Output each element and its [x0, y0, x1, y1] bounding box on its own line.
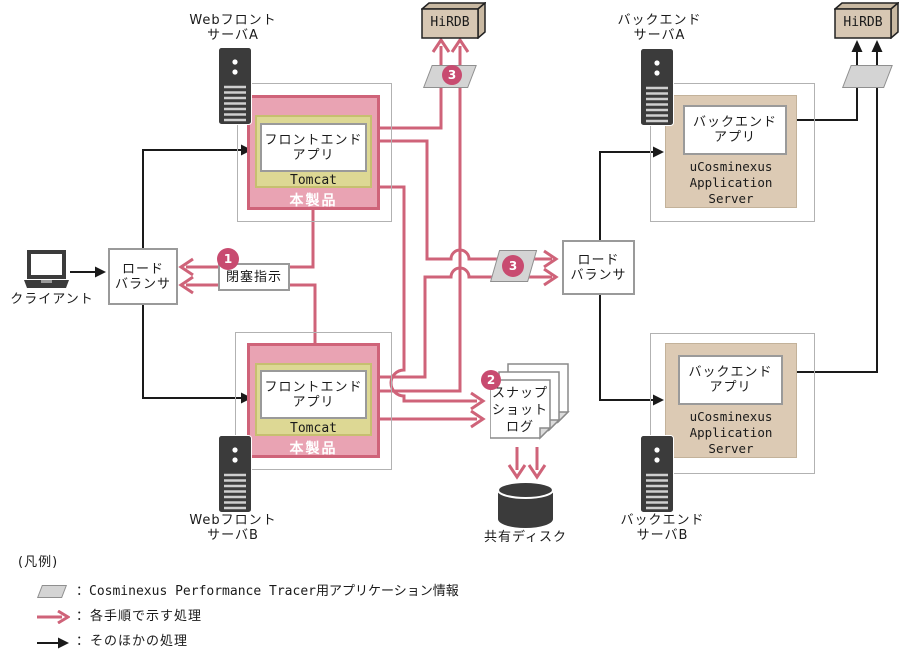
hirdb-right-label: HiRDB [843, 15, 883, 30]
backend-app-a-label-line2: アプリ [713, 130, 756, 145]
step-badge-3-middle: 3 [502, 255, 524, 277]
legend-item-0-label: ：Cosminexus Performance Tracer用アプリケーション情… [76, 584, 459, 599]
backend-a-outer-box [650, 83, 815, 222]
step-badge-1: 1 [217, 248, 239, 270]
lb-right-line1: ロード [577, 252, 620, 268]
web-front-b-label: Webフロント サーバB [189, 513, 277, 543]
frontend-app-b-label-line2: アプリ [292, 394, 335, 410]
backend-app-a-label-line1: バックエンド [692, 115, 777, 130]
snapshot-log-label: スナップ ショット ログ [491, 386, 548, 435]
frontend-app-a-label-line2: アプリ [292, 147, 335, 163]
client-laptop-icon [24, 250, 69, 288]
block-instruction-label: 閉塞指示 [225, 269, 282, 285]
app-server-b-label: uCosminexus Application Server [689, 409, 773, 456]
web-front-a-outer-box [237, 83, 392, 222]
lb-left-line2: バランサ [114, 276, 171, 292]
hirdb-top-node: HiRDB [421, 2, 486, 39]
legend-black-arrow-icon [37, 637, 69, 649]
web-front-a-label: Webフロント サーバA [189, 13, 277, 43]
frontend-app-b-box: フロントエンド アプリ [260, 370, 367, 419]
backend-server-b-label: バックエンド サーバB [620, 513, 705, 543]
legend-pink-arrow-icon [37, 610, 70, 624]
tomcat-a-label: Tomcat [290, 173, 337, 188]
lb-right-line2: バランサ [570, 267, 627, 283]
server-icon-backend-b [640, 435, 674, 513]
legend-parallelogram-icon [37, 585, 67, 598]
server-icon-web-b [218, 435, 252, 513]
tracer-info-parallelogram-right [842, 65, 893, 88]
legend-item-2-label: ：そのほかの処理 [76, 634, 189, 649]
hirdb-top-label: HiRDB [430, 15, 470, 30]
product-b-label: 本製品 [289, 441, 338, 457]
shared-disk-icon [497, 481, 554, 528]
frontend-app-b-label-line1: フロントエンド [264, 379, 363, 395]
server-icon-web-a [218, 47, 252, 125]
legend-item-1-label: ：各手順で示す処理 [76, 609, 203, 624]
client-label: クライアント [10, 292, 94, 307]
web-front-b-outer-box [235, 332, 392, 470]
lb-left-line1: ロード [121, 261, 164, 277]
frontend-app-a-box: フロントエンド アプリ [260, 123, 367, 172]
document-stack-icon [490, 363, 570, 440]
database-box-icon [834, 2, 899, 39]
backend-app-b-label-line1: バックエンド [688, 365, 773, 380]
product-a-label: 本製品 [289, 193, 338, 209]
step-badge-3-top: 3 [442, 65, 462, 85]
step-badge-2: 2 [481, 370, 501, 390]
frontend-app-a-label-line1: フロントエンド [264, 132, 363, 148]
database-box-icon [421, 2, 486, 39]
tomcat-b-label: Tomcat [290, 421, 337, 436]
load-balancer-right-box: ロード バランサ [562, 240, 635, 295]
hirdb-right-node: HiRDB [834, 2, 899, 39]
legend-title: (凡例) [18, 555, 59, 570]
backend-app-a-box: バックエンド アプリ [683, 105, 787, 155]
backend-server-a-label: バックエンド サーバA [617, 13, 702, 43]
app-server-a-label: uCosminexus Application Server [689, 159, 773, 206]
backend-b-outer-box [650, 333, 815, 474]
pink-arrowheads [178, 37, 559, 480]
server-icon-backend-a [640, 48, 674, 126]
black-arrowheads [95, 40, 883, 406]
snapshot-log-node: スナップ ショット ログ [490, 363, 570, 447]
backend-app-b-label-line2: アプリ [709, 380, 752, 395]
backend-app-b-box: バックエンド アプリ [678, 355, 783, 405]
shared-disk-label: 共有ディスク [483, 530, 568, 545]
black-lines [70, 50, 878, 401]
load-balancer-left-box: ロード バランサ [108, 248, 178, 305]
